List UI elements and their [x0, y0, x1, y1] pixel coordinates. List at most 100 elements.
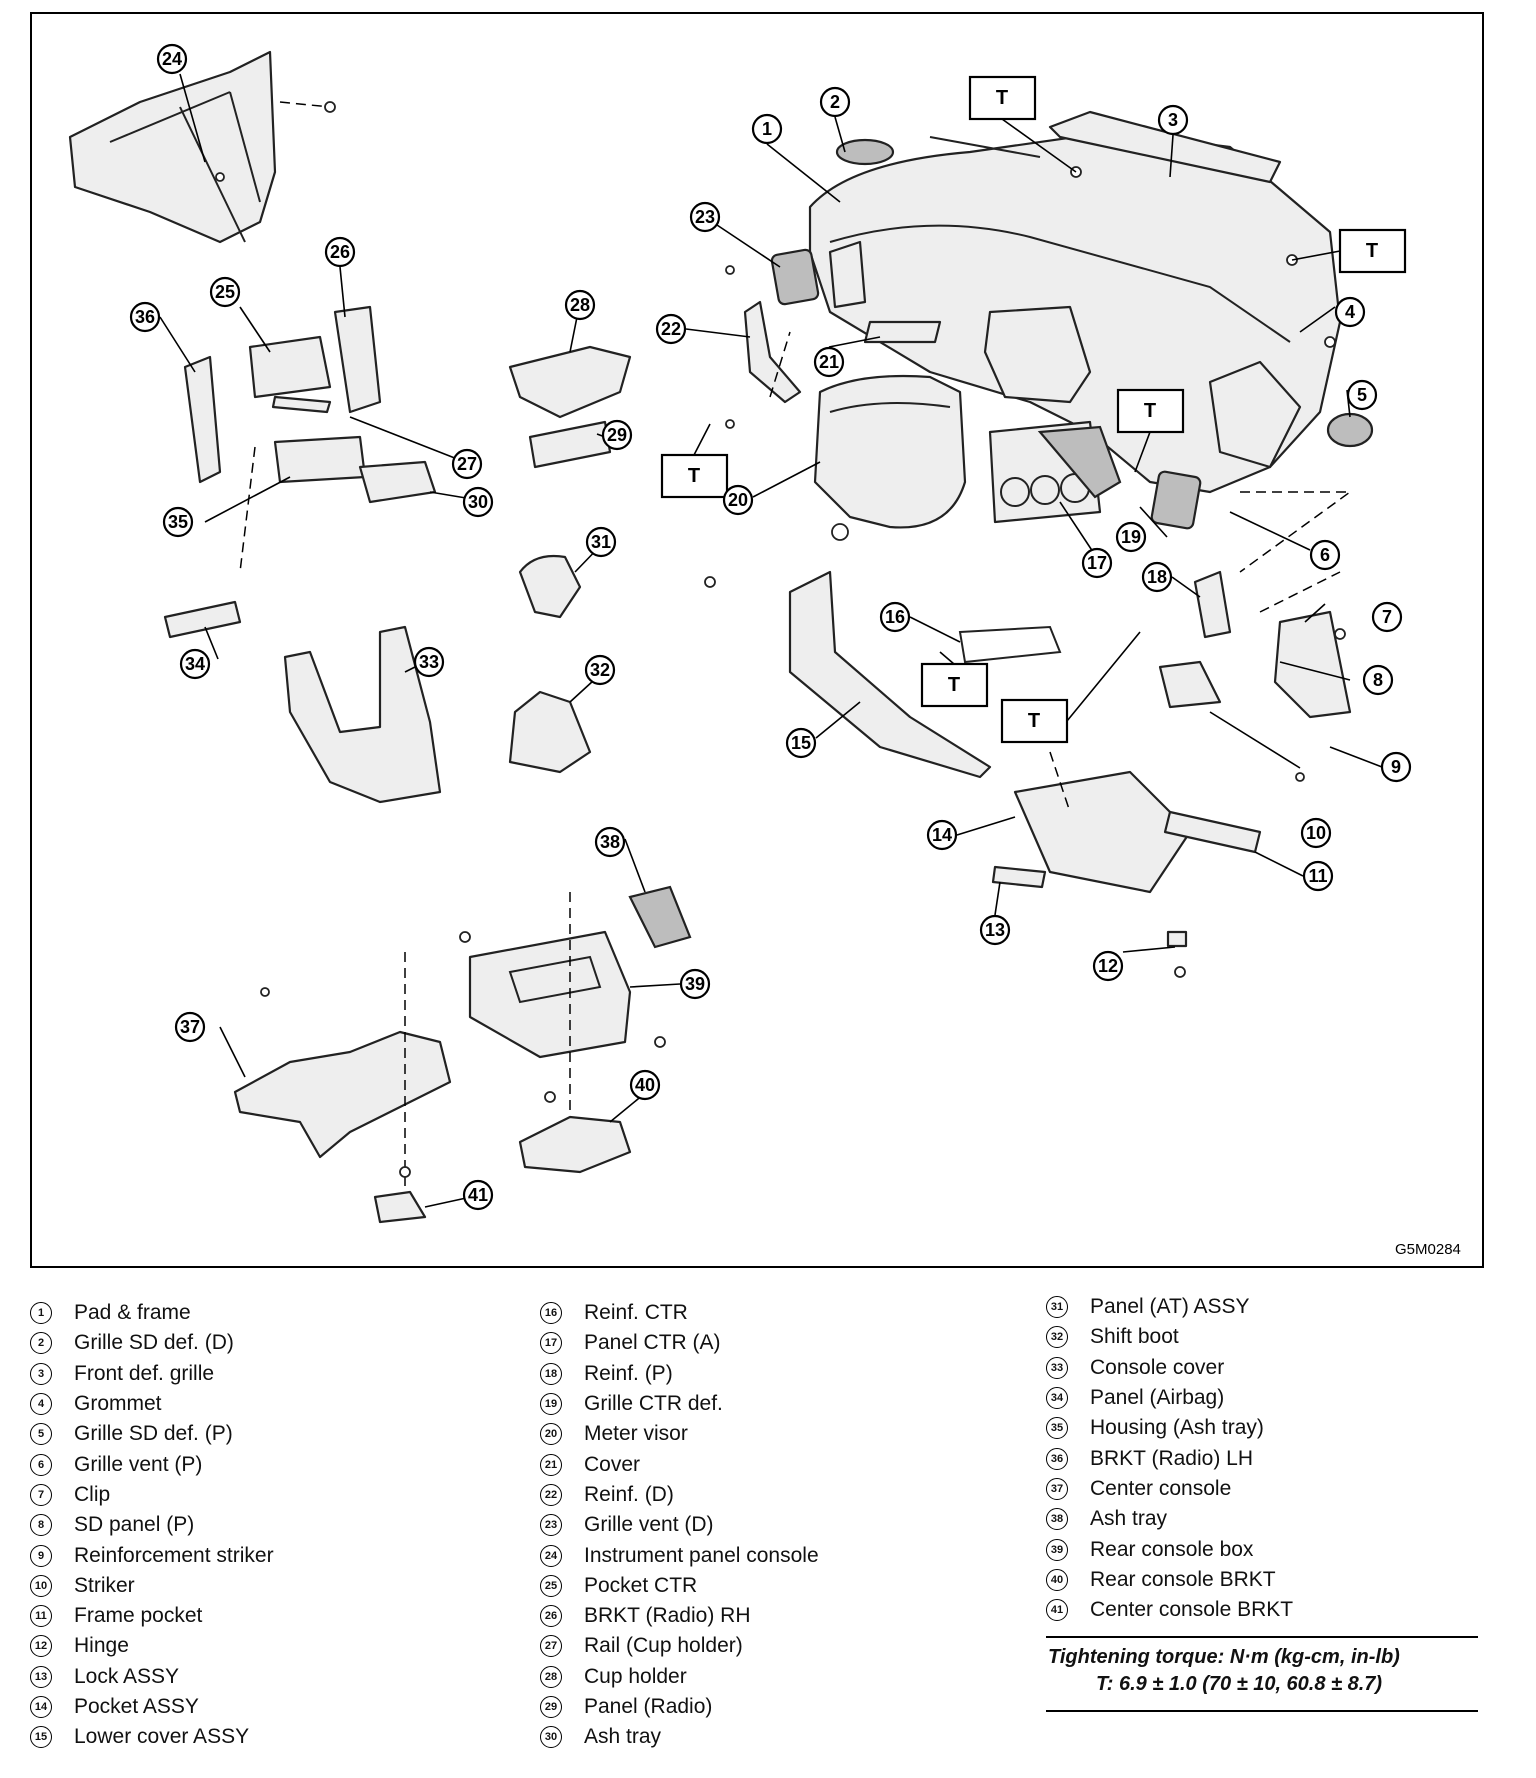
legend-part-name: Lower cover ASSY: [74, 1725, 250, 1749]
callout-1: 1: [751, 113, 783, 145]
callout-39: 39: [679, 968, 711, 1000]
callout-number: 11: [1308, 866, 1327, 886]
part-34-drawing: [163, 600, 242, 639]
legend-part-name: Instrument panel console: [584, 1543, 819, 1567]
legend-part-name: Grille CTR def.: [584, 1392, 723, 1416]
part-3-drawing: [1048, 110, 1282, 184]
part-1-strip-drawing: [929, 136, 1041, 158]
callout-31: 31: [585, 526, 617, 558]
callout-27: 27: [451, 448, 483, 480]
part-5-drawing: [1326, 412, 1374, 448]
assembly-dashed-lines: [239, 101, 1353, 1192]
part-callouts: 1 2 3 4 5 6 7 8 9 10 11 12 13 14 15 16 1…: [129, 43, 1412, 1211]
part-38-drawing: [628, 885, 692, 949]
figure-code: G5M0284: [1395, 1241, 1461, 1258]
legend-number: 26: [540, 1605, 562, 1628]
torque-t-label: T: [1028, 710, 1040, 732]
part-36-drawing: [183, 355, 222, 484]
legend-number: 8: [30, 1514, 52, 1537]
legend-number: 27: [540, 1635, 562, 1658]
legend-part-name: BRKT (Radio) RH: [584, 1604, 751, 1628]
legend-number: 30: [540, 1726, 562, 1749]
callout-19: 19: [1115, 521, 1147, 553]
legend-part-name: Reinf. (D): [584, 1482, 674, 1506]
callout-number: 33: [419, 652, 439, 672]
legend-part-name: Panel (Airbag): [1090, 1386, 1225, 1410]
callout-number: 14: [932, 825, 952, 845]
part-28-drawing: [508, 345, 632, 419]
callout-5: 5: [1346, 379, 1378, 411]
callout-29: 29: [601, 419, 633, 451]
callout-11: 11: [1302, 860, 1334, 892]
part-2-drawing: [835, 138, 895, 166]
callout-36: 36: [129, 301, 161, 333]
legend-number: 20: [540, 1423, 562, 1446]
legend-number: 41: [1046, 1599, 1068, 1622]
legend-number: 38: [1046, 1508, 1068, 1531]
legend-item: 15 Lower cover ASSY: [30, 1722, 274, 1752]
part-12-drawing: [1166, 930, 1188, 948]
legend-number: 1: [30, 1302, 52, 1325]
fastener-screws: [215, 101, 1346, 1178]
legend-number: 14: [30, 1696, 52, 1718]
callout-number: 26: [330, 242, 350, 262]
callout-13: 13: [979, 914, 1011, 946]
callout-number: 3: [1168, 110, 1178, 130]
torque-value: T: 6.9 ± 1.0 (70 ± 10, 60.8 ± 8.7): [1096, 1673, 1383, 1695]
legend-number: 13: [30, 1665, 52, 1688]
legend-part-name: Reinf. CTR: [584, 1301, 688, 1325]
torque-t-label: T: [948, 674, 960, 696]
part-18-drawing: [1193, 570, 1232, 639]
legend-part-name: Pocket ASSY: [74, 1695, 199, 1718]
legend-part-name: Pocket CTR: [584, 1573, 698, 1597]
legend-item: 26 BRKT (Radio) RH: [540, 1601, 819, 1631]
legend-item: 10 Striker: [30, 1571, 274, 1601]
part-33-drawing: [283, 625, 442, 804]
callout-15: 15: [785, 727, 817, 759]
callout-number: 38: [600, 832, 620, 852]
callout-25: 25: [209, 276, 241, 308]
part-22-drawing: [743, 300, 802, 404]
torque-t-box: T: [660, 453, 729, 499]
part-24-drawing: [68, 50, 277, 244]
legend-number: 15: [30, 1726, 52, 1749]
callout-41: 41: [462, 1179, 494, 1211]
legend-part-name: Rear console BRKT: [1090, 1567, 1276, 1591]
legend-number: 10: [30, 1574, 52, 1597]
legend-number: 11: [30, 1605, 52, 1628]
legend-part-name: Cup holder: [584, 1664, 687, 1688]
callout-6: 6: [1309, 539, 1341, 571]
legend-part-name: Grommet: [74, 1392, 162, 1416]
callout-28: 28: [564, 289, 596, 321]
callout-number: 13: [985, 920, 1005, 940]
legend-part-name: Front def. grille: [74, 1361, 215, 1385]
callout-32: 32: [584, 654, 616, 686]
callout-7: 7: [1371, 601, 1403, 633]
legend-part-name: Center console BRKT: [1090, 1598, 1294, 1622]
callout-18: 18: [1141, 561, 1173, 593]
legend-part-name: Striker: [74, 1573, 135, 1597]
callout-33: 33: [413, 646, 445, 678]
callout-number: 27: [457, 454, 477, 474]
callout-number: 7: [1382, 607, 1392, 627]
callout-number: 9: [1391, 757, 1401, 777]
legend-part-name: Grille SD def. (P): [74, 1422, 233, 1446]
callout-37: 37: [174, 1011, 206, 1043]
callout-number: 20: [728, 490, 748, 510]
diagram-frame: [30, 12, 1484, 1268]
